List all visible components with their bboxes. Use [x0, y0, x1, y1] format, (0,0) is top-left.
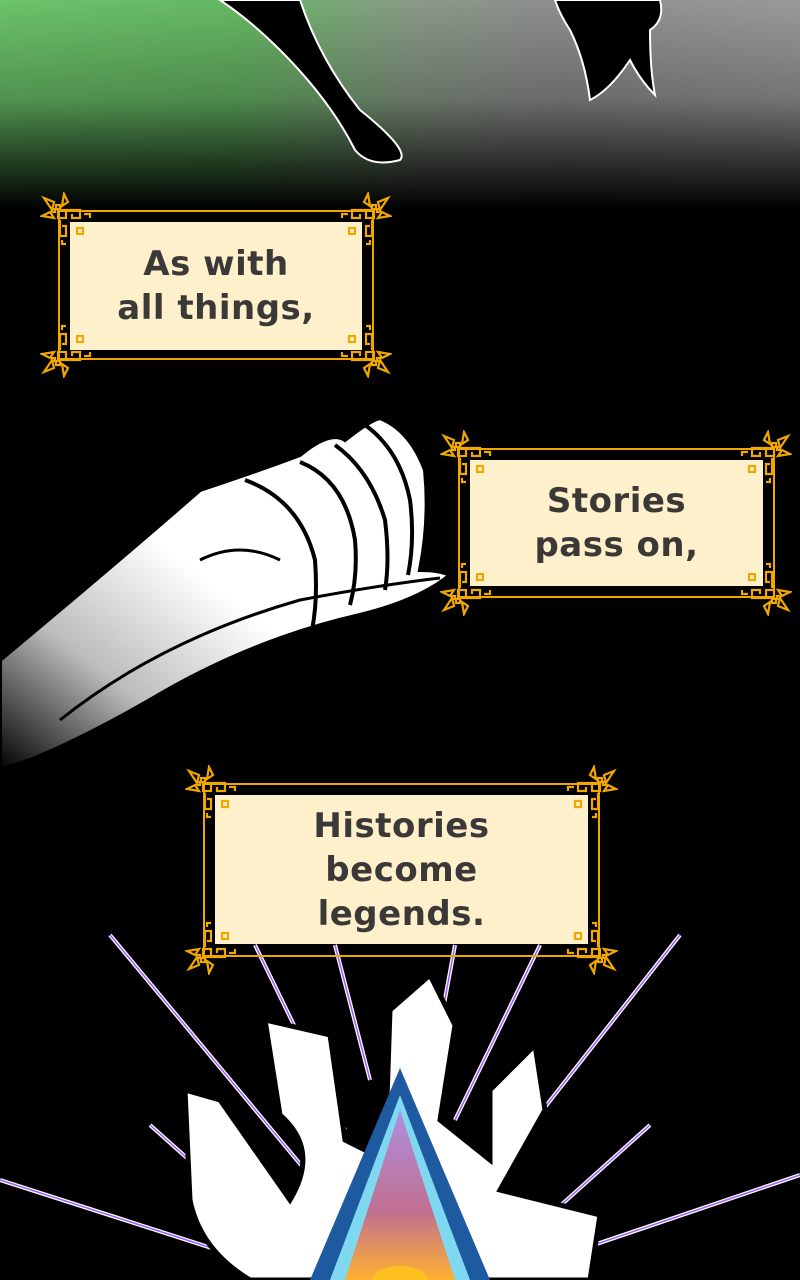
corner-ornament-icon — [185, 765, 239, 819]
caption-line: become — [325, 849, 478, 890]
caption-line: all things, — [117, 288, 315, 328]
caption-line: legends. — [317, 893, 486, 934]
corner-ornament-icon — [338, 192, 392, 246]
clawed-hand — [0, 415, 454, 773]
silhouette-legs — [218, 0, 663, 164]
corner-ornament-icon — [338, 324, 392, 378]
crystal-spire — [310, 1068, 490, 1280]
corner-ornament-icon — [738, 562, 792, 616]
corner-ornament-icon — [564, 921, 618, 975]
corner-ornament-icon — [564, 765, 618, 819]
corner-ornament-icon — [185, 921, 239, 975]
caption-line: pass on, — [534, 525, 699, 565]
corner-ornament-icon — [440, 430, 494, 484]
green-gray-sky-background — [0, 0, 800, 220]
caption-line: As with — [143, 244, 289, 284]
corner-ornament-icon — [738, 430, 792, 484]
corner-ornament-icon — [440, 562, 494, 616]
caption-line: Histories — [313, 805, 490, 846]
corner-ornament-icon — [40, 324, 94, 378]
corner-ornament-icon — [40, 192, 94, 246]
caption-line: Stories — [546, 481, 687, 521]
